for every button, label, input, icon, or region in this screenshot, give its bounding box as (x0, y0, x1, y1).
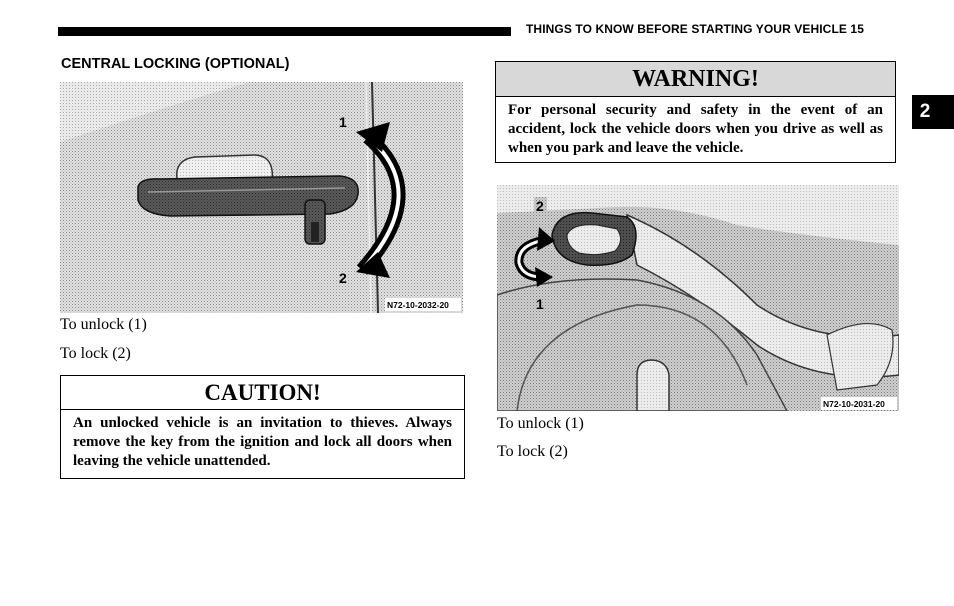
lock-marker-label-right: 2 (536, 198, 544, 214)
warning-box: WARNING! For personal security and safet… (495, 61, 896, 163)
caution-body: An unlocked vehicle is an invitation to … (73, 415, 452, 469)
warning-body: For personal security and safety in the … (508, 102, 883, 156)
warning-title: WARNING! (496, 62, 895, 97)
lock-marker-label: 2 (339, 270, 347, 286)
chapter-tab: 2 (912, 95, 954, 129)
unlock-marker-label: 1 (339, 114, 347, 130)
figure-ref-code: N72-10-2032-20 (387, 300, 449, 310)
caption-unlock: To unlock (1) (60, 316, 147, 333)
caption-lock-right: To lock (2) (497, 443, 568, 460)
unlock-marker-label-right: 1 (536, 296, 544, 312)
figure-ref-code-right: N72-10-2031-20 (823, 399, 885, 409)
interior-lock-figure: 2 1 N72-10-2031-20 (497, 185, 899, 411)
caution-box: CAUTION! An unlocked vehicle is an invit… (60, 375, 465, 479)
caption-lock: To lock (2) (60, 345, 131, 362)
caution-title: CAUTION! (61, 376, 464, 410)
caption-unlock-right: To unlock (1) (497, 415, 584, 432)
door-handle-figure: 1 2 N72-10-2032-20 (60, 82, 463, 313)
header-rule (58, 27, 511, 36)
running-header: THINGS TO KNOW BEFORE STARTING YOUR VEHI… (526, 22, 864, 36)
section-heading: CENTRAL LOCKING (OPTIONAL) (61, 56, 290, 72)
